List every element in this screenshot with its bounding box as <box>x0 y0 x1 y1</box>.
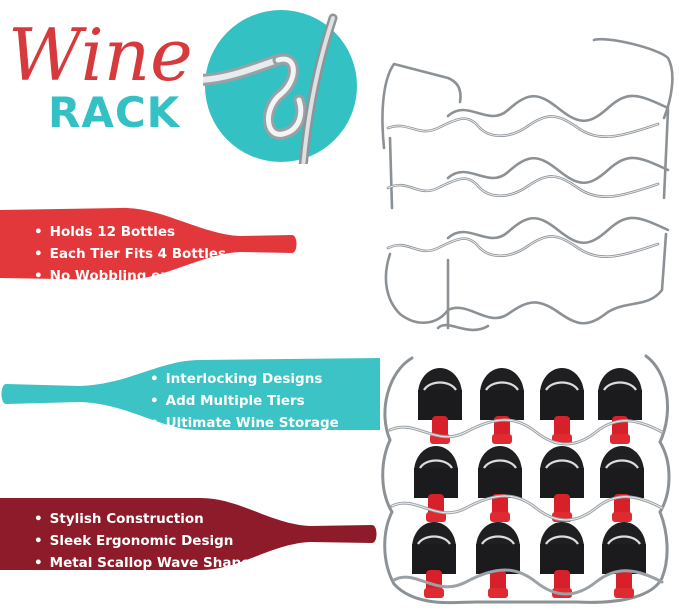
svg-text:Wine: Wine <box>8 13 193 97</box>
feature-bullet: Sleek Ergonomic Design <box>34 530 250 552</box>
rack-with-wine-bottles-icon <box>381 354 671 605</box>
stacked-wire-rack-icon <box>381 37 674 332</box>
feature-bullet: Holds 12 Bottles <box>34 221 226 243</box>
feature-bullet: Metal Scallop Wave Shape <box>34 552 251 574</box>
feature-panel-style: Stylish Construction Sleek Ergonomic Des… <box>0 494 380 574</box>
feature-panel-capacity: Holds 12 Bottles Each Tier Fits 4 Bottle… <box>0 204 300 284</box>
hook-closeup-icon <box>203 10 357 164</box>
feature-panel-design: Interlocking Designs Add Multiple Tiers … <box>0 354 380 434</box>
feature-bullet: Ultimate Wine Storage <box>150 412 339 434</box>
feature-bullet: Interlocking Designs <box>150 368 339 390</box>
title-rack: RACK <box>48 88 181 137</box>
feature-bullet: Each Tier Fits 4 Bottles <box>34 243 226 265</box>
feature-bullet: No Wobbling or Tilting <box>34 265 226 287</box>
title-wine-script: Wine <box>8 13 193 97</box>
feature-bullet: Add Multiple Tiers <box>150 390 339 412</box>
feature-bullet: Stylish Construction <box>34 508 250 530</box>
